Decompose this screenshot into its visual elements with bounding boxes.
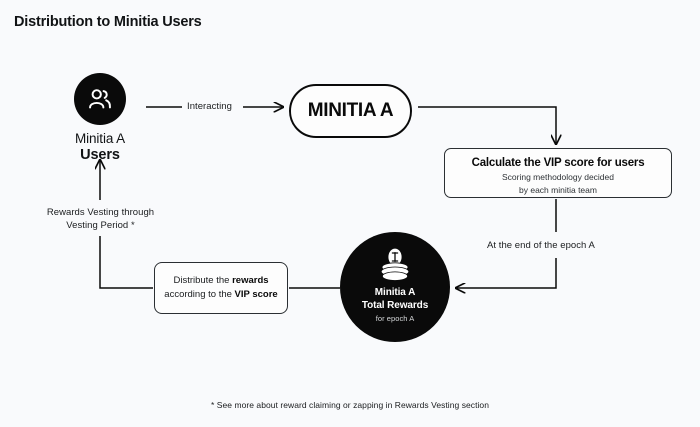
users-caption-line2: Users: [80, 147, 120, 163]
edge-label-epoch-end: At the end of the epoch A: [487, 240, 595, 251]
users-caption-line1: Minitia A: [74, 131, 126, 146]
rewards-line1: Minitia A: [374, 287, 416, 298]
wire-vip-to-rewards: [456, 258, 557, 288]
distribute-line1-prefix: Distribute the: [173, 275, 233, 286]
distribute-line2-prefix: according to the: [164, 289, 235, 300]
wire-minitia-to-vip: [418, 106, 556, 144]
footnote: * See more about reward claiming or zapp…: [210, 400, 489, 410]
distribute-line2-strong: VIP score: [234, 289, 278, 300]
wire-distribute-to-users-lower: [99, 236, 153, 289]
rewards-line2: Total Rewards: [361, 299, 429, 311]
edge-label-rewards-vesting: Rewards Vesting through Vesting Period *: [28, 206, 173, 232]
vip-heading: Calculate the VIP score for users: [471, 157, 645, 169]
node-minitia-a: MINITIA A: [289, 84, 412, 138]
users-icon: [89, 89, 111, 109]
users-caption: Minitia A Users: [60, 131, 140, 163]
vip-sub-line1: Scoring methodology decided: [502, 172, 614, 182]
vip-sub-line2: by each minitia team: [519, 185, 597, 195]
node-distribute-rewards: Distribute the rewards according to the …: [154, 262, 288, 314]
distribute-line2: according to the VIP score: [164, 288, 277, 302]
vesting-line1: Rewards Vesting through: [46, 207, 155, 218]
vesting-line2: Vesting Period *: [66, 220, 135, 231]
rewards-line3: for epoch A: [375, 314, 415, 323]
node-minitia-total-rewards: Minitia A Total Rewards for epoch A: [340, 232, 450, 342]
node-minitia-users: Minitia A Users: [60, 73, 140, 163]
distribute-line1: Distribute the rewards: [173, 274, 268, 288]
node-calculate-vip-score: Calculate the VIP score for users Scorin…: [444, 148, 672, 198]
coin-stack-icon: [380, 248, 410, 281]
page-title: Distribution to Minitia Users: [14, 14, 202, 30]
users-avatar: [74, 73, 126, 125]
coin-stack-wrapper: [375, 248, 415, 284]
distribute-line1-strong: rewards: [232, 275, 269, 286]
edge-label-interacting: Interacting: [187, 101, 232, 112]
